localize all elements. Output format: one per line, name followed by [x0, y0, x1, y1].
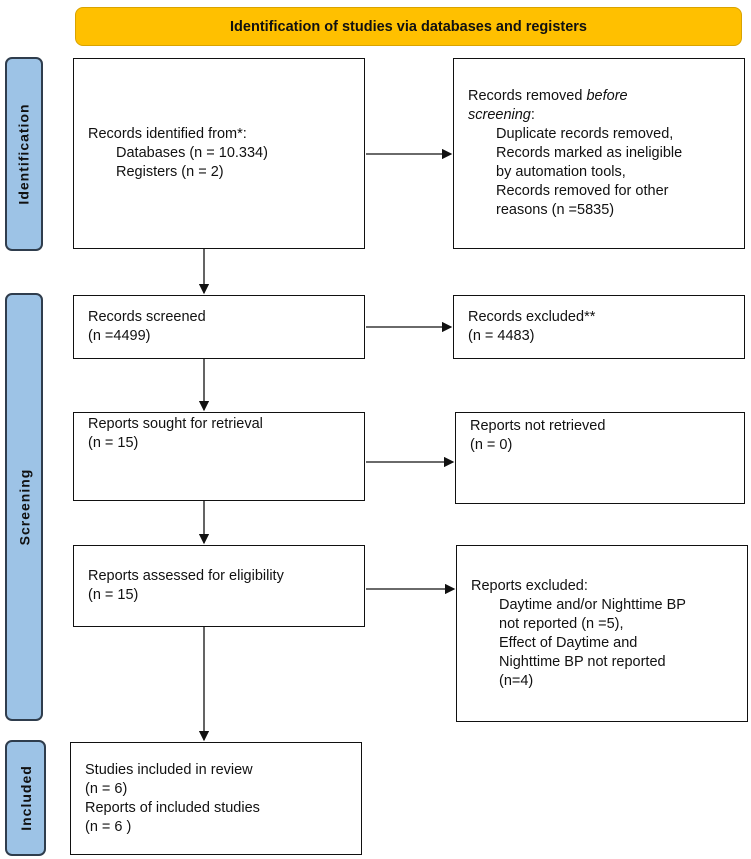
- header-title: Identification of studies via databases …: [230, 18, 587, 35]
- box-title: Reports of included studies: [85, 799, 260, 816]
- box-title: Records screened: [88, 309, 206, 325]
- box-count: (n = 6 ): [85, 818, 132, 835]
- excluded-line: Effect of Daytime and: [499, 634, 638, 651]
- box-title: Records excluded**: [468, 309, 596, 325]
- removed-line: Records marked as ineligible: [496, 145, 683, 161]
- reports-excluded-box: Reports excluded: Daytime and/or Nightti…: [456, 545, 748, 722]
- box-count: (n = 6): [85, 780, 128, 797]
- reports-assessed-box: Reports assessed for eligibility (n = 15…: [73, 545, 365, 627]
- records-identified-box: Records identified from*: Databases (n =…: [73, 58, 365, 249]
- databases-count: Databases (n = 10.334): [116, 145, 268, 161]
- removed-line: Duplicate records removed,: [496, 126, 674, 142]
- excluded-line: (n=4): [499, 672, 534, 689]
- phase-included: Included: [5, 740, 46, 856]
- box-count: (n = 4483): [468, 328, 535, 344]
- reports-not-retrieved-box: Reports not retrieved (n = 0): [455, 412, 745, 504]
- box-count: (n = 15): [88, 587, 139, 603]
- box-title: Reports excluded:: [471, 577, 588, 594]
- excluded-line: Nighttime BP not reported: [499, 653, 666, 670]
- excluded-line: Daytime and/or Nighttime BP: [499, 596, 686, 613]
- box-count: (n = 15): [88, 435, 139, 451]
- box-count: (n = 0): [470, 437, 513, 453]
- box-title: Studies included in review: [85, 761, 253, 778]
- reports-sought-box: Reports sought for retrieval (n = 15): [73, 412, 365, 501]
- records-excluded-box: Records excluded** (n = 4483): [453, 295, 745, 359]
- phase-screening: Screening: [5, 293, 43, 721]
- box-title: Reports not retrieved: [470, 418, 606, 434]
- header-banner: Identification of studies via databases …: [75, 7, 742, 46]
- removed-line: reasons (n =5835): [496, 202, 615, 218]
- excluded-line: not reported (n =5),: [499, 615, 624, 632]
- box-count: (n =4499): [88, 328, 151, 344]
- phase-identification: Identification: [5, 57, 43, 251]
- removed-line: by automation tools,: [496, 164, 626, 180]
- box-title: Reports sought for retrieval: [88, 416, 263, 432]
- records-screened-box: Records screened (n =4499): [73, 295, 365, 359]
- removed-line: Records removed for other: [496, 183, 669, 199]
- box-title: Records identified from*:: [88, 126, 247, 142]
- box-title: Reports assessed for eligibility: [88, 568, 284, 584]
- registers-count: Registers (n = 2): [116, 164, 224, 180]
- studies-included-box: Studies included in review (n = 6) Repor…: [70, 742, 362, 855]
